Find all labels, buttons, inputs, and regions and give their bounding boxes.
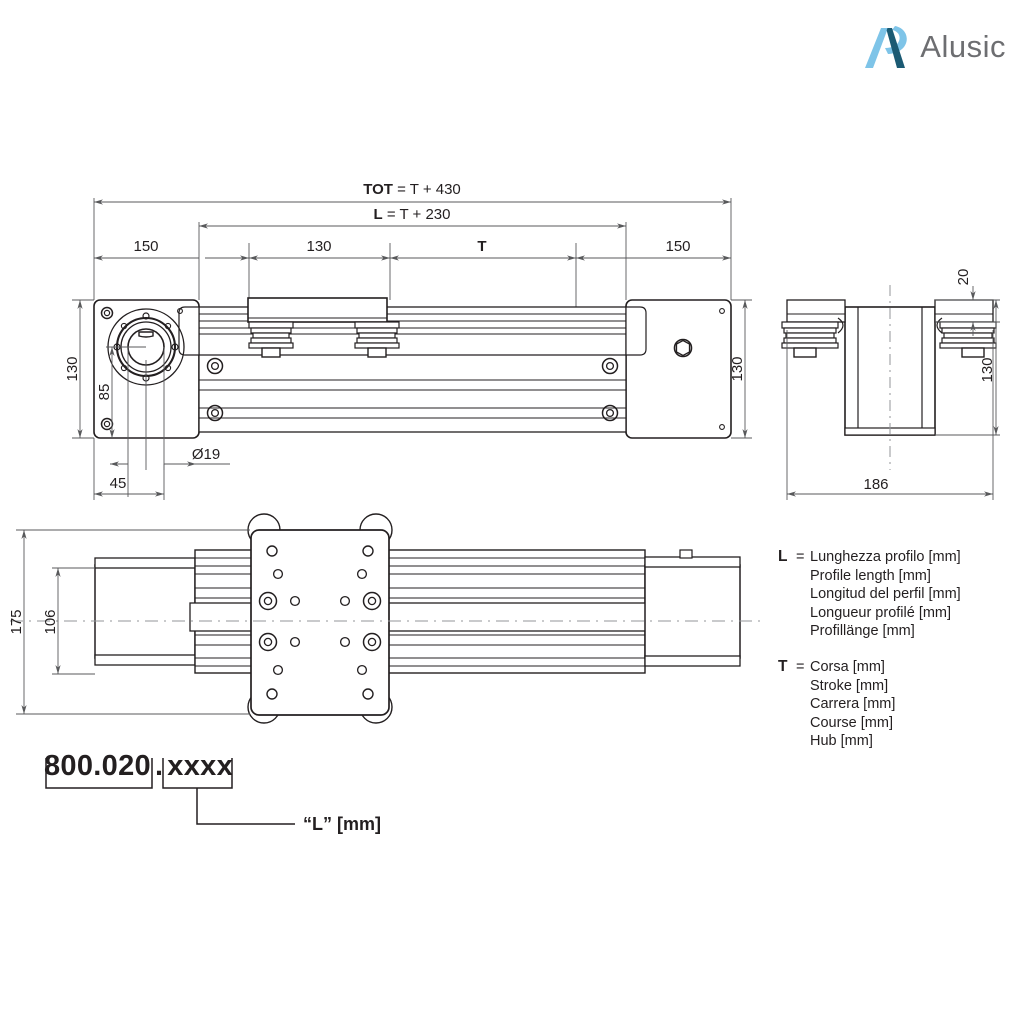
legend-equals-t: = — [796, 659, 805, 675]
side-view-dimensions — [786, 286, 1000, 500]
legend-t-line-it: Corsa [mm] — [810, 659, 885, 675]
brand-name: Alusic — [920, 29, 1006, 64]
dim-front-left-heights — [72, 299, 146, 439]
side-view-geometry — [786, 299, 994, 436]
legend-t-line-de: Hub [mm] — [810, 733, 873, 749]
dim-shaft-diameter-label: Ø19 — [192, 446, 220, 463]
legend-l-line-es: Longitud del perfil [mm] — [810, 586, 961, 602]
dim-side-width-label: 186 — [863, 476, 888, 493]
legend-symbol-l: L — [778, 548, 788, 565]
dim-left-end: 150 — [133, 238, 158, 255]
legend-equals-l: = — [796, 549, 805, 565]
dim-total-label: TOT = T + 430 — [363, 181, 461, 198]
legend-block-L: L = Lunghezza profilo [mm] Profile lengt… — [778, 548, 1022, 641]
carriage-plate-holes — [258, 545, 382, 700]
end-plate-fixings — [206, 308, 725, 430]
dim-shaft-lower — [93, 347, 230, 500]
plan-view-geometry — [94, 549, 741, 674]
carriage-assembly-front — [247, 297, 400, 358]
dim-front-height-left-label: 130 — [64, 356, 81, 381]
legend-block-T: T = Corsa [mm] Stroke [mm] Carrera [mm] … — [778, 658, 1022, 751]
front-elevation-geometry — [93, 299, 732, 439]
part-code-separator: . — [154, 750, 164, 782]
dim-plan-overall-label: 175 — [8, 609, 25, 634]
part-code-variable: xxxx — [167, 750, 234, 782]
legend-l-line-en: Profile length [mm] — [810, 567, 931, 584]
brand-logo: Alusic — [865, 22, 1006, 72]
dim-right-end: 150 — [665, 238, 690, 255]
dim-profile-label: L = T + 230 — [373, 206, 450, 223]
dim-carriage: 130 — [306, 238, 331, 255]
dim-plan-profile-label: 106 — [42, 609, 59, 634]
dim-side-top-gap-label: 20 — [955, 269, 972, 286]
dim-side-height-label: 130 — [979, 357, 996, 382]
part-code-callout: “L” [mm] — [303, 814, 381, 834]
plan-view-dimensions — [16, 529, 250, 715]
part-code-base: 800.020 — [44, 750, 151, 782]
legend-l-line-it: Lunghezza profilo [mm] — [810, 549, 961, 565]
legend-symbol-t: T — [778, 658, 788, 675]
dim-shaft-height-label: 85 — [96, 384, 113, 401]
legend-t-line-fr: Course [mm] — [810, 714, 893, 731]
dim-stroke: T — [477, 238, 486, 255]
dim-shaft-offset-label: 45 — [110, 475, 127, 492]
dim-front-height — [731, 299, 752, 439]
part-number-block: 800.020 . xxxx — [44, 750, 233, 783]
legend-l-line-de: Profillänge [mm] — [810, 623, 915, 639]
dim-front-height-label: 130 — [729, 356, 746, 381]
legend-t-line-es: Carrera [mm] — [810, 696, 896, 712]
part-code-brackets — [45, 758, 295, 825]
side-view-bearings — [781, 317, 997, 358]
alusic-a-r-mark-icon — [865, 26, 908, 68]
legend-t-line-en: Stroke [mm] — [810, 677, 889, 694]
legend-l-line-fr: Longueur profilé [mm] — [810, 604, 952, 621]
carriage-mounting-plate — [250, 529, 390, 716]
